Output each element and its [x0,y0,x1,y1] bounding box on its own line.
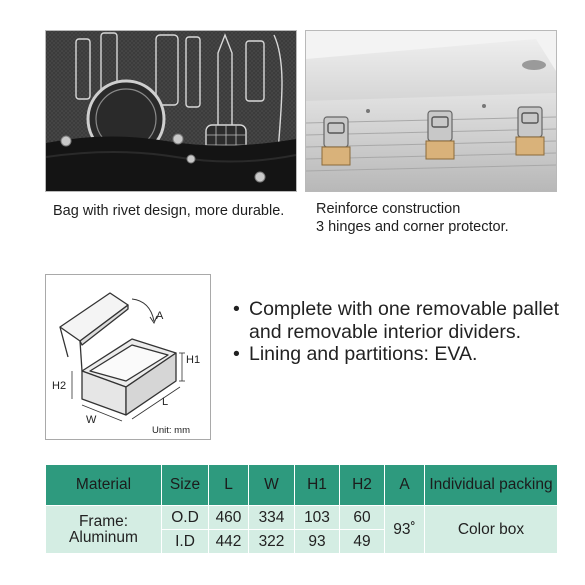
material-cell: Frame: Aluminum [45,505,162,554]
bullet-icon: • [233,298,240,320]
material-line-1: Frame: [78,512,129,530]
hinge-group [321,106,545,166]
l-cell: 442 [208,529,249,554]
w-cell: 334 [248,505,295,530]
feature-text: Lining and partitions: EVA. [249,343,478,365]
bag-rivet-photo [45,30,297,192]
h1-cell: 103 [294,505,340,530]
table-row: Frame: Aluminum O.D 460 334 103 60 93˚ C… [45,505,558,554]
feature-item: • Lining and partitions: EVA. [233,343,578,366]
case-caption: Reinforce construction 3 hinges and corn… [316,200,576,236]
packing-cell: Color box [424,505,558,554]
bag-illustration [46,31,296,191]
bag-caption: Bag with rivet design, more durable. [53,203,285,219]
label-w: W [86,414,97,426]
case-caption-line-2: 3 hinges and corner protector. [316,219,509,235]
h1-cell: 93 [294,529,340,554]
label-h1: H1 [186,354,200,366]
h2-cell: 60 [339,505,385,530]
angle-cell: 93˚ [384,505,425,554]
feature-list: • Complete with one removable pallet and… [233,298,578,366]
size-cell: O.D [161,505,209,530]
w-cell: 322 [248,529,295,554]
feature-item: • Complete with one removable pallet and… [233,298,578,343]
label-h2: H2 [52,380,66,392]
material-line-2: Aluminum [69,528,138,546]
header-size: Size [161,464,209,506]
feature-text: Complete with one removable pallet and r… [249,298,560,343]
header-l: L [208,464,249,506]
table-row: I.D 442 322 93 49 [46,529,558,554]
header-h2: H2 [339,464,385,506]
size-cell: I.D [161,529,209,554]
case-hinge-photo [305,30,557,192]
bullet-icon: • [233,343,240,365]
header-packing: Individual packing [424,464,558,506]
h2-cell: 49 [339,529,385,554]
header-a: A [384,464,425,506]
table-header-row: Material Size L W H1 H2 A Individual pac… [45,464,558,506]
open-case-drawing: A H1 H2 W L Unit: mm [52,292,200,436]
case-caption-line-1: Reinforce construction [316,201,461,217]
label-l: L [162,396,168,408]
spec-table: Material Size L W H1 H2 A Individual pac… [45,464,558,554]
header-w: W [248,464,295,506]
header-h1: H1 [294,464,340,506]
header-material: Material [45,464,162,506]
case-illustration [306,31,556,191]
unit-label: Unit: mm [152,425,190,436]
l-cell: 460 [208,505,249,530]
label-a: A [156,310,164,322]
case-dimension-diagram: A H1 H2 W L Unit: mm [45,274,211,440]
